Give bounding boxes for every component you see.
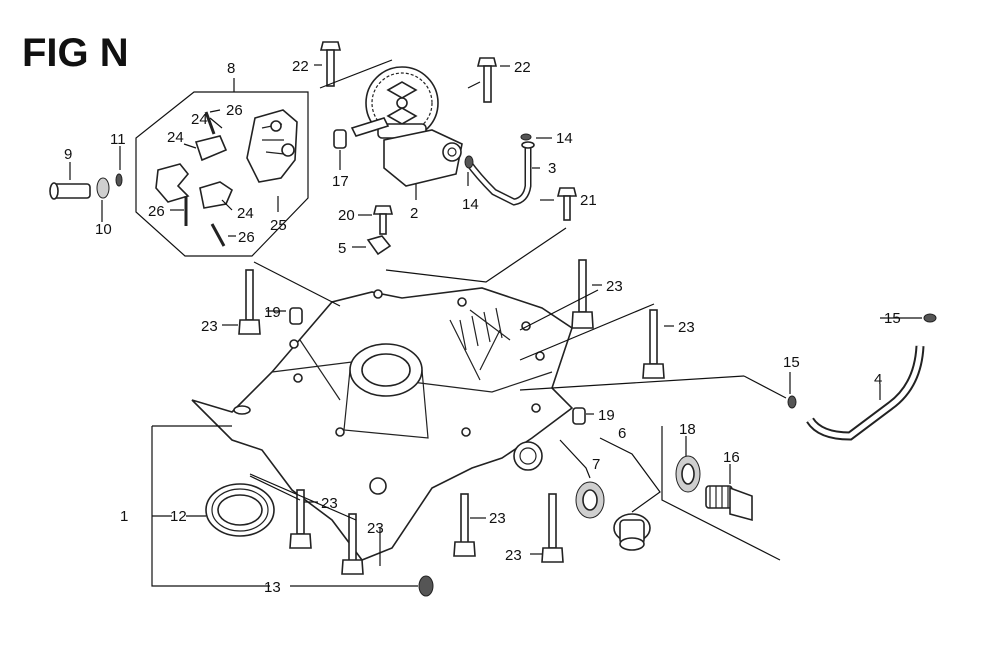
callout-labels: 8 9 10 11 26 24 24 26 24 26 25 22 22 14 … [64, 58, 901, 596]
callout-19-a: 19 [264, 304, 281, 321]
callout-5: 5 [338, 240, 346, 257]
callout-22-b: 22 [514, 59, 531, 76]
bolt-23-b [571, 259, 594, 329]
bolt-23-a [238, 269, 261, 335]
callout-21: 21 [580, 192, 597, 209]
callout-2: 2 [410, 205, 418, 222]
callout-13: 13 [264, 579, 281, 596]
callout-18: 18 [679, 421, 696, 438]
bolt-23-e [341, 513, 364, 575]
callout-20: 20 [338, 207, 355, 224]
drain-plug-6 [613, 513, 651, 551]
bolt-21 [556, 187, 578, 221]
governor-parts-group [135, 78, 309, 257]
callout-23-c: 23 [678, 319, 695, 336]
callout-26-a: 26 [226, 102, 243, 119]
o-ring-14-side [464, 155, 474, 169]
callout-3: 3 [548, 160, 556, 177]
figure-title: FIG N [22, 31, 129, 75]
callout-9: 9 [64, 146, 72, 163]
callout-24-a: 24 [191, 111, 208, 128]
oil-pump-assembly [350, 66, 463, 187]
dowel-19-left [289, 307, 303, 325]
washer-10 [96, 177, 110, 199]
bolt-23-f [453, 493, 476, 557]
callout-1: 1 [120, 508, 128, 525]
clip-15-mid [787, 395, 797, 409]
callout-25: 25 [270, 217, 287, 234]
callout-24-b: 24 [167, 129, 184, 146]
callout-14-a: 14 [556, 130, 573, 147]
callout-26-c: 26 [238, 229, 255, 246]
callout-4: 4 [874, 371, 882, 388]
bolt-22-left [319, 41, 342, 87]
callout-17: 17 [332, 173, 349, 190]
callout-23-a: 23 [201, 318, 218, 335]
callout-6: 6 [618, 425, 626, 442]
bolt-9 [49, 182, 91, 200]
crankcase-cover-1 [191, 287, 574, 561]
bolt-20 [372, 205, 394, 235]
callout-23-f: 23 [489, 510, 506, 527]
callout-15-a: 15 [884, 310, 901, 327]
callout-23-e: 23 [367, 520, 384, 537]
bolt-23-c [642, 309, 665, 379]
clip-15-top [923, 313, 937, 323]
dowel-17 [333, 129, 347, 149]
clip-11 [115, 173, 123, 187]
dowel-19-right [572, 407, 586, 425]
callout-15-b: 15 [783, 354, 800, 371]
bolt-23-g [541, 493, 564, 563]
clamp-5 [366, 235, 392, 256]
washer-13 [418, 575, 434, 597]
callout-22-a: 22 [292, 58, 309, 75]
callout-7: 7 [592, 456, 600, 473]
callout-10: 10 [95, 221, 112, 238]
bolt-22-right [476, 57, 498, 103]
callout-23-g: 23 [505, 547, 522, 564]
leader-lines [69, 59, 922, 587]
callout-11: 11 [110, 131, 126, 148]
callout-14-b: 14 [462, 196, 479, 213]
o-ring-14-top [520, 133, 532, 141]
bolt-23-d [289, 489, 312, 549]
callout-26-b: 26 [148, 203, 165, 220]
callout-16: 16 [723, 449, 740, 466]
plug-16 [705, 485, 753, 522]
callout-12: 12 [170, 508, 187, 525]
callout-24-c: 24 [237, 205, 254, 222]
oil-seal-12 [205, 483, 275, 537]
callout-23-d: 23 [321, 495, 338, 512]
callout-23-b: 23 [606, 278, 623, 295]
callout-19-b: 19 [598, 407, 615, 424]
callout-8: 8 [227, 60, 235, 77]
